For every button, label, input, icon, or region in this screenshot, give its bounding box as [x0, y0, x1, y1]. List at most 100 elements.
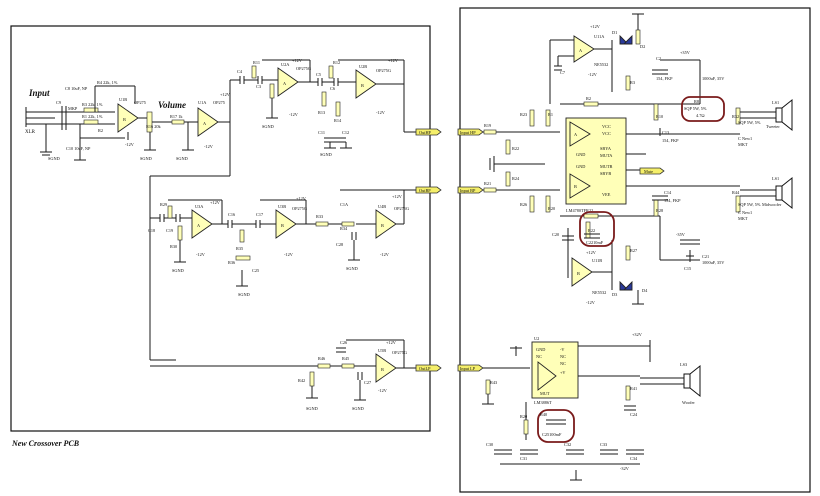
lm3886-nv: -V [560, 347, 565, 352]
r17-label: R17 1k [170, 114, 183, 119]
net-in-lp [457, 364, 484, 372]
c33-label: C33 [600, 442, 607, 447]
r24-label: R24 [512, 176, 520, 181]
cnew-top: C New1 [738, 136, 752, 141]
pin-muta: MUTA [600, 153, 613, 158]
c32-label: C32 [564, 442, 571, 447]
sgnd-input: SGND [48, 156, 60, 161]
c11-label: C11 [318, 130, 325, 135]
c14-label: C14 [664, 190, 672, 195]
u11a-ref: U11A [594, 34, 605, 39]
opamp-u1a: A U1A OP275 +12V -12V [150, 79, 240, 177]
mkp-label: MKP [68, 106, 78, 111]
r22d-label: R22 [588, 228, 595, 233]
r4-label: R4 22k, 1% [97, 80, 118, 86]
r2b-label: R2 [586, 96, 591, 101]
sgnd-bp3: SGND [346, 266, 358, 271]
r43-label: R43 [490, 380, 497, 385]
d3-label: D3 [612, 292, 617, 297]
u11a-model: NE5532 [594, 62, 608, 67]
hp1-n12: -12V [289, 112, 299, 117]
bp-filter-stage: C18 C19 R29 R30 SGND A U3A +12V -12V C16… [148, 176, 416, 360]
net-in-bp-label: Input BP [460, 188, 476, 193]
r8-ref: R8 [694, 99, 699, 104]
r46-label: R46 [318, 356, 326, 361]
u4b-model: OP275G [376, 68, 391, 73]
lm4780-section: R19 R22 R21 R24 R23 R26 R1 R20 R2 R22 A … [483, 13, 761, 305]
u11a-p12: +12V [590, 24, 601, 29]
svg-text:B: B [281, 223, 284, 228]
u11b-model: NE5532 [592, 290, 606, 295]
r44-label: R44 [732, 190, 740, 195]
r2-label: R2 [98, 128, 103, 133]
lm3886-name: LM3886T [534, 400, 552, 405]
u4a-ref: U2A [281, 62, 290, 67]
net-out-bp [415, 186, 442, 194]
c4-label: C4 [237, 69, 243, 74]
u3b-ref: U3B [278, 204, 286, 209]
svg-text:A: A [574, 132, 578, 137]
u4b-ref: U2B [359, 64, 367, 69]
c3-label: C3 [256, 84, 261, 89]
r40-label: R40 [540, 412, 547, 417]
svg-text:B: B [361, 83, 364, 88]
u1a-n12: -12V [204, 144, 214, 149]
tweeter-label: Tweeter [766, 124, 780, 129]
u4b2-ref: U5B [378, 348, 386, 353]
sgnd-hp2: SGND [320, 152, 332, 157]
svg-text:B: B [574, 184, 577, 189]
c34-label: C34 [630, 456, 638, 461]
net-out-hp-label: OutHP [419, 130, 432, 135]
c19-label: C19 [166, 228, 173, 233]
c27-label: C27 [364, 380, 372, 385]
lm3886-gnd: GND [536, 347, 545, 352]
sgnd-lp2: SGND [352, 406, 364, 411]
net-out-hp [415, 128, 442, 136]
r19-label: R19 [484, 123, 491, 128]
r33-label: R33 [316, 214, 323, 219]
lm3886-section: R43 U2 GND NC -V NC NC +V MUT LM3886T +3… [482, 332, 651, 481]
input-network: C8 10uF, NP C9 C10 10uF, NP R4 22k, 1% R… [40, 80, 135, 161]
u11b-n12: -12V [586, 300, 596, 305]
xlr-label: XLR [25, 130, 36, 135]
pin-vcc2: VCC [602, 131, 611, 136]
volume-label: Volume [158, 100, 186, 110]
r3b-label: R3 [630, 80, 635, 85]
woofer-label: Woofer [682, 400, 695, 405]
c13-label: C13 [662, 130, 669, 135]
r41-label: R41 [630, 386, 637, 391]
c-mute2-value: C25100mF [542, 432, 562, 437]
c31-label: C31 [520, 456, 527, 461]
lm3886-nc3: NC [560, 361, 566, 366]
r16-label: R16 20k [146, 124, 162, 129]
sgnd-vol: SGND [140, 156, 152, 161]
input-label: Input [28, 88, 50, 98]
svg-text:A: A [197, 223, 201, 228]
lm4780-name: LM4780TF [566, 208, 587, 213]
cnew-mid: C New1 [738, 210, 752, 215]
lp-p12: +12V [386, 340, 397, 345]
svg-text:B: B [123, 117, 126, 122]
u3a-ref: U3A [195, 204, 204, 209]
lm3886-ref: U2 [534, 336, 539, 341]
r28-label: R28 [656, 208, 663, 213]
c-mute-value: C2210mF [586, 240, 604, 245]
net-mute [639, 167, 665, 175]
svg-text:A: A [579, 48, 583, 53]
bp2-p12: +12V [296, 196, 307, 201]
highlight-lm3886-cap [537, 409, 575, 443]
p35-top: +35V [680, 50, 691, 55]
svg-text:A: A [283, 81, 287, 86]
svg-text:B: B [381, 367, 384, 372]
r23-label: R23 [520, 112, 527, 117]
u1a-ref: U1A [198, 100, 207, 105]
mkt-mid: MKT [738, 216, 748, 221]
c30-label: C30 [486, 442, 493, 447]
lm3886-mut: MUT [540, 391, 550, 396]
cap1000-top: 1000uF, 35V [702, 76, 725, 82]
u5b-model: OP275G [394, 206, 409, 211]
net-out-lp [415, 364, 442, 372]
c20-label: C20 [552, 232, 559, 237]
c1a-label: C1A [340, 202, 349, 207]
c5-label: C5 [316, 72, 321, 77]
